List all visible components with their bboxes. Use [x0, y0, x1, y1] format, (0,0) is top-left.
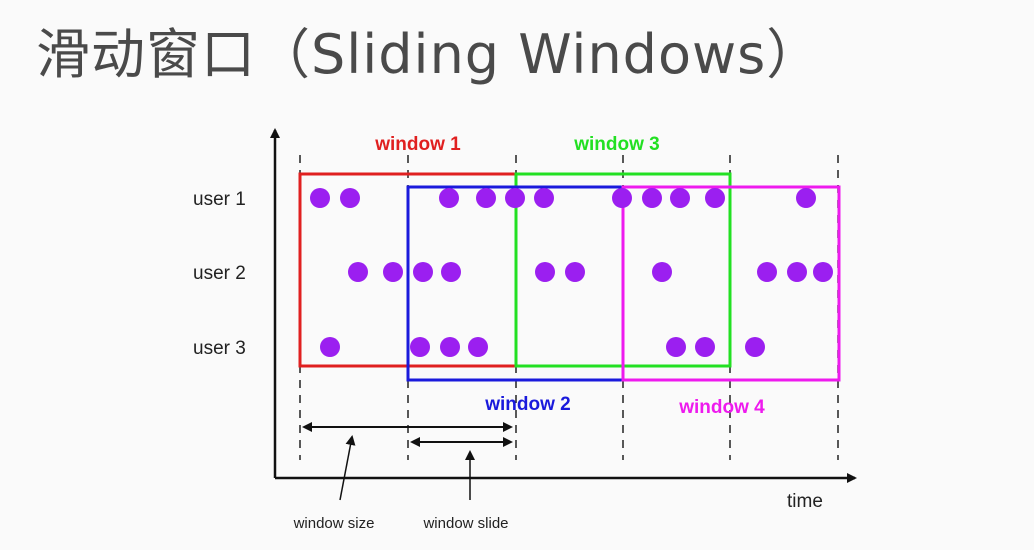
- event-dot: [787, 262, 807, 282]
- event-dot: [695, 337, 715, 357]
- event-dot: [757, 262, 777, 282]
- event-dot: [612, 188, 632, 208]
- event-dot: [505, 188, 525, 208]
- event-dot: [348, 262, 368, 282]
- event-dot: [468, 337, 488, 357]
- event-dot: [320, 337, 340, 357]
- event-dot: [534, 188, 554, 208]
- event-dot: [441, 262, 461, 282]
- event-dot: [410, 337, 430, 357]
- window-2-label: window 2: [484, 394, 571, 415]
- window-size-pointer: [339, 435, 356, 501]
- event-dot: [813, 262, 833, 282]
- event-dot: [340, 188, 360, 208]
- event-dot: [413, 262, 433, 282]
- window-4-frame: [621, 185, 841, 382]
- event-dot: [535, 262, 555, 282]
- window-slide-label: window slide: [422, 515, 508, 532]
- row-label-user-3: user 3: [193, 338, 246, 359]
- window-4-label: window 4: [678, 397, 765, 418]
- event-dot: [476, 188, 496, 208]
- x-axis-label: time: [787, 491, 823, 512]
- row-label-user-1: user 1: [193, 189, 246, 210]
- event-dot: [310, 188, 330, 208]
- row-label-user-2: user 2: [193, 263, 246, 284]
- event-dot: [565, 262, 585, 282]
- event-dot: [439, 188, 459, 208]
- window-3-label: window 3: [573, 134, 660, 155]
- event-dot: [670, 188, 690, 208]
- event-dot: [652, 262, 672, 282]
- page-title: 滑动窗口（Sliding Windows）: [36, 23, 822, 86]
- event-dot: [440, 337, 460, 357]
- event-dot: [745, 337, 765, 357]
- events: [310, 188, 833, 357]
- event-dot: [383, 262, 403, 282]
- event-dot: [642, 188, 662, 208]
- window-size-label: window size: [293, 515, 375, 532]
- event-dot: [666, 337, 686, 357]
- event-dot: [796, 188, 816, 208]
- event-dot: [705, 188, 725, 208]
- window-1-label: window 1: [374, 134, 461, 155]
